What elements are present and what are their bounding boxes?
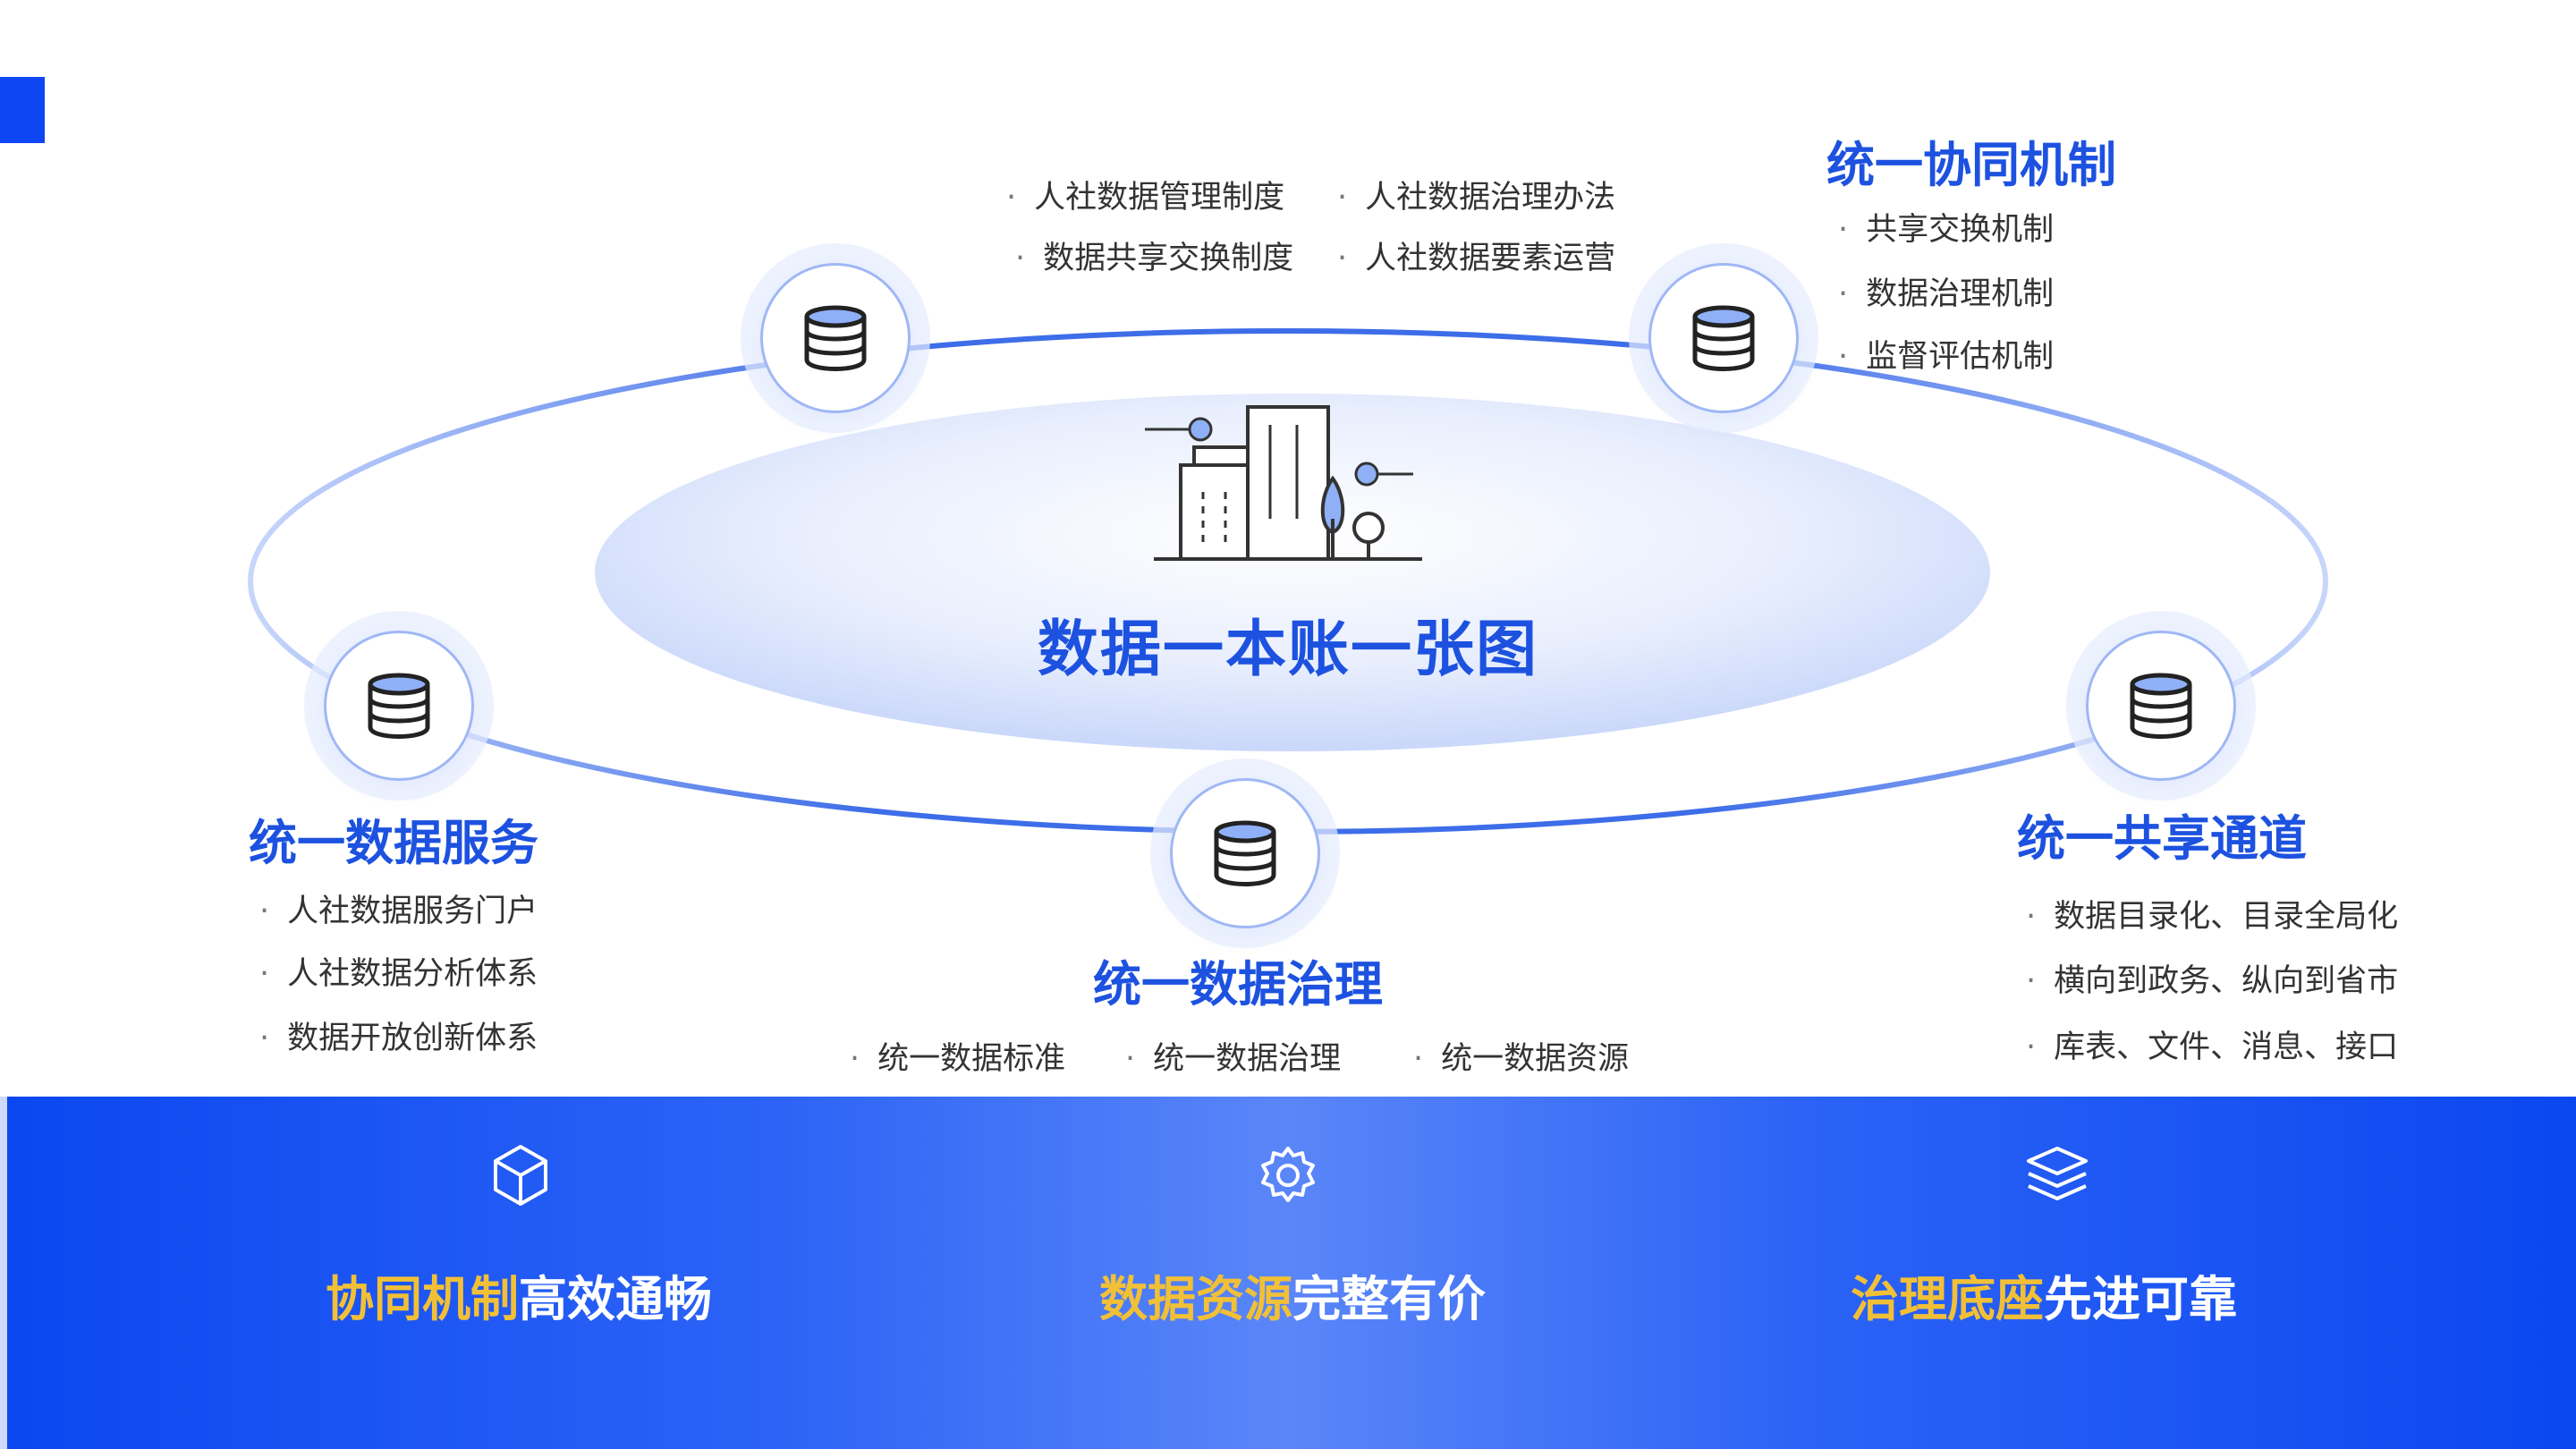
database-icon: [804, 305, 867, 371]
mechanism-item: 共享交换机制: [1838, 204, 2054, 250]
database-icon: [1692, 305, 1755, 371]
banner-highlight: 协同机制: [326, 1271, 519, 1327]
layers-icon: [2027, 1147, 2088, 1200]
institution-item: 人社数据治理办法: [1337, 172, 1615, 217]
governance-item: 统一数据治理: [1125, 1033, 1341, 1079]
center-disc: [595, 394, 1990, 751]
node-mechanism: [1648, 263, 1799, 413]
institution-item: 人社数据管理制度: [1006, 172, 1284, 217]
database-icon: [1214, 820, 1276, 886]
channel-item: 数据目录化、目录全局化: [2026, 891, 2398, 936]
banner-highlight: 数据资源: [1099, 1271, 1292, 1327]
database-icon: [368, 673, 430, 739]
node-governance: [1170, 778, 1320, 928]
banner-highlight: 治理底座: [1851, 1271, 2044, 1327]
institution-item: 数据共享交换制度: [1015, 233, 1293, 278]
governance-item: 统一数据标准: [850, 1033, 1065, 1079]
banner-rest: 完整有价: [1292, 1271, 1486, 1327]
building-illustration: [1145, 405, 1422, 561]
corner-accent-bar: [0, 77, 45, 143]
governance-title: 统一数据治理: [1093, 956, 1383, 1013]
banner-edge: [0, 1097, 7, 1449]
mechanism-item: 数据治理机制: [1838, 268, 2054, 314]
gear-icon: [1261, 1147, 1315, 1202]
channel-title: 统一共享通道: [2017, 810, 2307, 867]
banner-item-resources: 数据资源完整有价: [1078, 1259, 1507, 1330]
node-service: [324, 631, 474, 781]
mechanism-item: 监督评估机制: [1838, 331, 2054, 377]
bottom-banner: [0, 1097, 2576, 1449]
governance-item: 统一数据资源: [1413, 1033, 1629, 1079]
service-title: 统一数据服务: [249, 815, 538, 871]
service-item: 人社数据服务门户: [259, 886, 538, 931]
institution-item: 人社数据要素运营: [1337, 233, 1615, 278]
hero-title: 数据一本账一张图: [1037, 614, 1538, 685]
banner-rest: 高效通畅: [519, 1271, 712, 1327]
node-institution: [760, 263, 911, 413]
service-item: 人社数据分析体系: [259, 948, 538, 994]
banner-rest: 先进可靠: [2044, 1271, 2237, 1327]
mechanism-title: 统一协同机制: [1826, 137, 2116, 193]
banner-item-coordination: 协同机制高效通畅: [304, 1259, 733, 1330]
cube-icon: [494, 1145, 547, 1206]
database-icon: [2130, 673, 2192, 739]
channel-item: 横向到政务、纵向到省市: [2026, 955, 2398, 1001]
service-item: 数据开放创新体系: [259, 1013, 538, 1058]
channel-item: 库表、文件、消息、接口: [2026, 1021, 2398, 1067]
node-channel: [2086, 631, 2236, 781]
banner-item-foundation: 治理底座先进可靠: [1829, 1259, 2258, 1330]
